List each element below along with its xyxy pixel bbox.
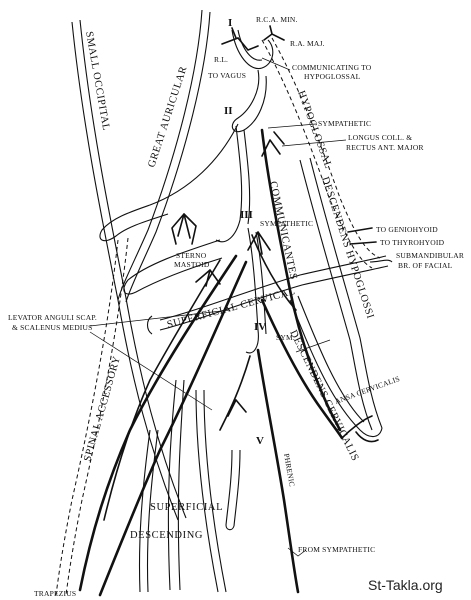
label-phrenic: PHRENIC [282,453,297,488]
label-levator-1: LEVATOR ANGULI SCAP. [8,313,97,322]
label-longus-1: LONGUS COLL. & [348,133,412,142]
label-rca-min: R.C.A. MIN. [256,15,298,24]
label-to-geniohyoid: TO GENIOHYOID [376,225,438,234]
label-to-vagus: TO VAGUS [208,71,246,80]
phrenic-nerve [256,348,300,594]
leader-longus [281,139,347,147]
superficial-cervical-end [146,315,153,335]
superficial-descending-3 [138,429,159,593]
label-root-5: V [256,435,264,447]
loop-3 [215,125,251,243]
geniohyoid-connector [347,227,373,233]
hypoglossal-nerve-2 [271,37,381,259]
leader-from-sympathetic [287,547,307,557]
label-rl: R.L. [214,55,228,64]
loop-5 [225,449,241,531]
descendens-hypoglossi [299,157,383,431]
label-communicating-2: HYPOGLOSSAL [304,72,361,81]
loop-2 [231,69,267,133]
label-root-3: III [240,209,253,221]
label-to-thyrohyoid: TO THYROHYOID [380,238,445,247]
label-sympathetic-mid: SYMPATHETIC [260,219,313,228]
communicantes-nerve [260,128,342,432]
leader-communicating [261,57,291,71]
label-from-sympathetic: FROM SYMPATHETIC [298,545,375,554]
phrenic-root [219,355,251,431]
watermark-text: St-Takla.org [368,577,443,593]
ansa-join [341,415,379,443]
submandibular-connector [369,259,393,263]
loop-2-lateral [99,123,239,242]
label-ra-maj: R.A. MAJ. [290,39,325,48]
leader-sympathetic-top [267,123,317,129]
trapezius-branch [103,259,221,521]
label-superficial-descending-1: SUPERFICIAL [150,502,223,513]
scalenus-branch [98,260,248,597]
label-submandibular-2: BR. OF FACIAL [398,261,453,270]
label-root-4: IV [254,321,266,333]
loop-1 [231,29,274,70]
label-submandibular-1: SUBMANDIBULAR [396,251,464,260]
label-communicantes: COMMUNICANTES [267,180,299,281]
label-spinal-accessory: SPINAL ACCESSORY [82,355,123,463]
longus-colli-branch [261,131,285,157]
superficial-descending-1 [167,379,185,591]
label-sym: SYM. [276,333,295,342]
twig-3-left [195,269,221,287]
label-longus-2: RECTUS ANT. MAJOR [346,143,424,152]
label-sterno-2: MASTOID [174,260,210,269]
leader-ansa [295,339,331,353]
label-levator-2: & SCALENUS MEDIUS [12,323,93,332]
hypoglossal-nerve [261,39,373,269]
spinal-accessory-nerve [55,239,119,596]
label-communicating-1: COMMUNICATING TO [292,63,372,72]
ansa-cervicalis [289,295,383,438]
label-root-2: II [224,105,233,117]
descendens-cervicalis [260,298,344,440]
loop-4 [245,227,267,354]
superficial-descending-2 [195,389,227,593]
label-root-1: I [228,17,232,29]
communicantes-nerve-2 [251,234,297,311]
leader-levator-2 [89,331,213,411]
label-sympathetic-top: SYMPATHETIC [318,119,371,128]
leader-levator-1 [89,309,231,327]
sternomastoid-branch [171,213,197,245]
great-auricular-nerve [117,9,211,303]
label-superficial-descending-2: DESCENDING [130,530,203,541]
label-sterno-1: STERNO [176,251,207,260]
label-ansa-cervicalis: ANSA CERVICALIS [334,374,401,406]
thyrohyoid-connector [349,241,377,245]
sympathetic-twig-3 [247,231,271,255]
loop-3-lateral [123,239,223,295]
label-trapezius: TRAPEZIUS [34,589,76,598]
nerve-root-1 [221,25,285,51]
